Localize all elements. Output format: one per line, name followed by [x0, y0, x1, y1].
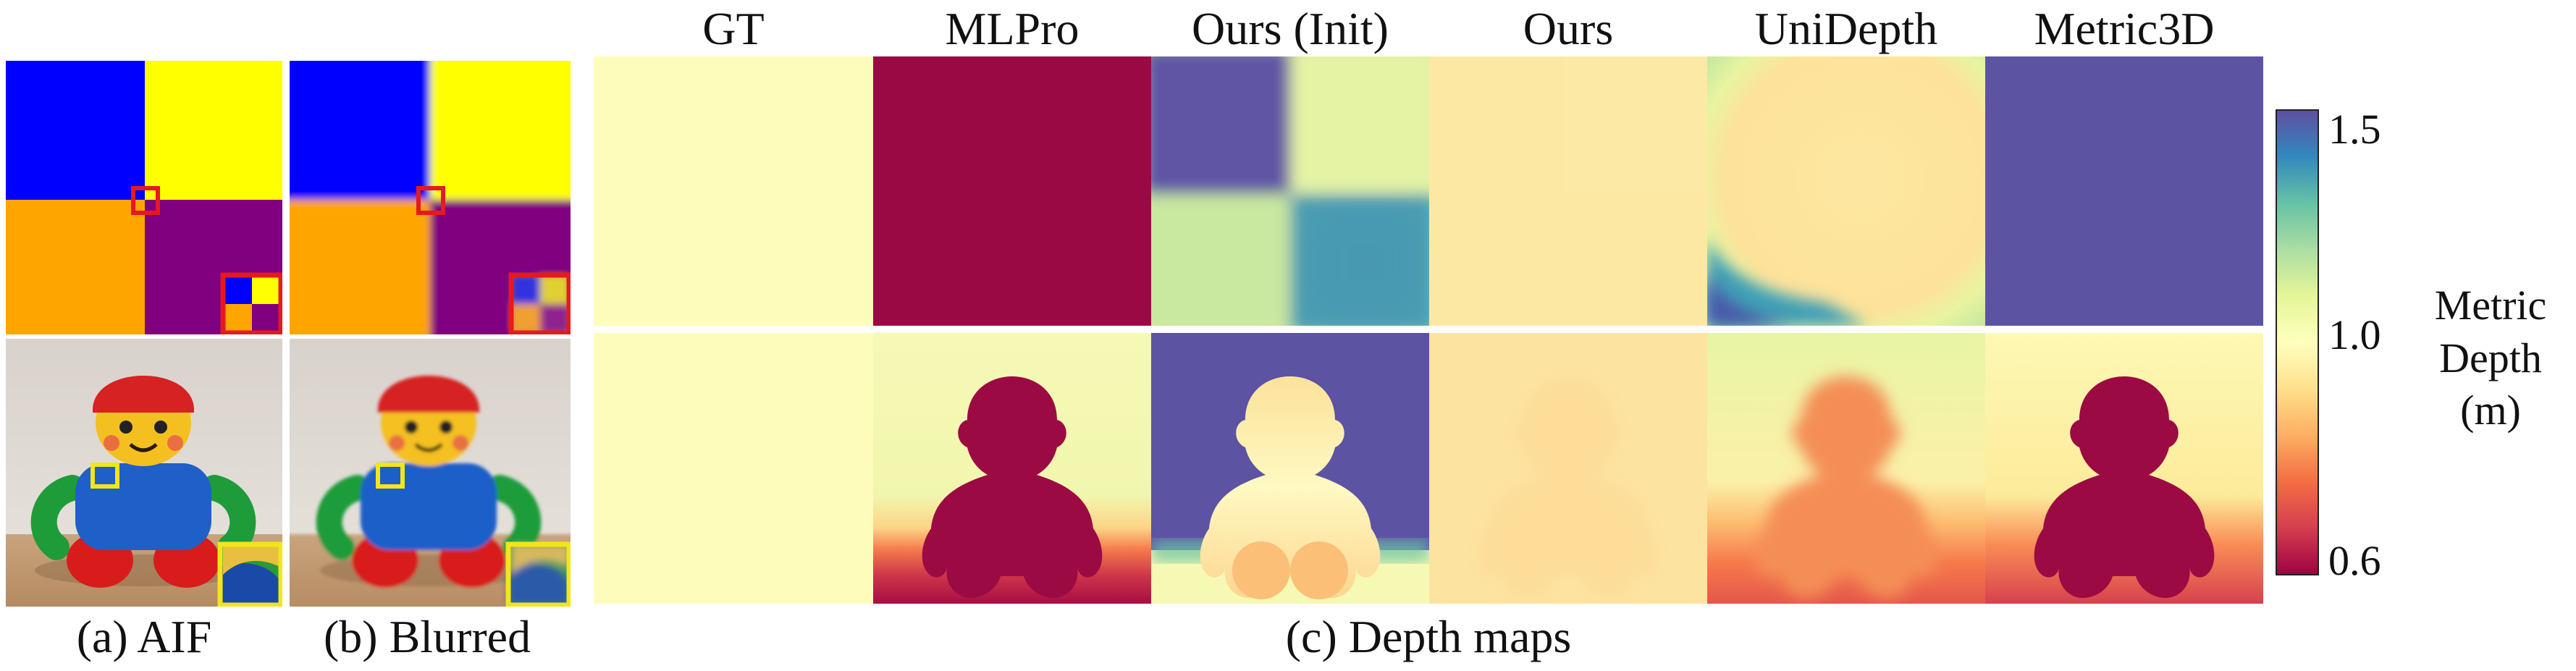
column-label-mlpro: MLPro [945, 3, 1079, 54]
depth-maps-grid [594, 56, 2263, 604]
colorbar-title-line-1: Metric [2434, 282, 2547, 329]
colorbar-tick-bottom: 0.6 [2328, 537, 2381, 584]
aif-toy-zoom-box [91, 463, 119, 489]
colorbar-title-line-3: (m) [2460, 387, 2521, 434]
depth-maps-svg [594, 56, 2263, 604]
depth-unidepth-checker [1707, 56, 1985, 326]
depth-ours-toy [1429, 333, 1707, 604]
depth-metric3d-toy [1985, 333, 2263, 604]
aif-toy-zoom-inset [217, 541, 282, 607]
blurred-toy-zoom-inset [505, 541, 571, 607]
blurred-checkerboard [290, 61, 571, 334]
blurred-zoom-box [416, 186, 445, 215]
depth-ours-init-checker [1151, 56, 1429, 326]
depth-ours-init-toy [1151, 333, 1429, 604]
colorbar-tick-top: 1.5 [2328, 106, 2381, 153]
column-label-ours-init: Ours (Init) [1192, 3, 1389, 54]
caption-aif: (a) AIF [76, 611, 212, 662]
aif-checkerboard [6, 61, 282, 334]
colorbar-title-line-2: Depth [2439, 334, 2542, 381]
blurred-zoom-inset [508, 272, 571, 334]
depth-gt-toy [594, 333, 873, 604]
depth-gt-checker [594, 56, 873, 326]
colorbar-tick-mid: 1.0 [2328, 311, 2381, 358]
input-images-svg [6, 61, 571, 607]
column-label-metric3d: Metric3D [2034, 3, 2215, 54]
column-label-ours: Ours [1523, 3, 1614, 54]
colorbar-title: Metric Depth (m) [2411, 279, 2570, 437]
column-label-gt: GT [702, 3, 765, 54]
colorbar-svg [2276, 109, 2319, 575]
caption-blurred: (b) Blurred [323, 611, 531, 662]
depth-ours-checker [1429, 56, 1707, 326]
aif-zoom-inset [220, 272, 282, 334]
blurred-toy-scene [290, 339, 571, 607]
input-images [6, 61, 571, 607]
depth-mlpro-checker [873, 56, 1151, 326]
depth-mlpro-toy [873, 333, 1151, 604]
depth-metric3d-checker [1985, 56, 2263, 326]
aif-toy-scene [6, 339, 282, 607]
colorbar [2275, 109, 2320, 576]
blurred-toy-zoom-box [376, 463, 405, 489]
column-label-unidepth: UniDepth [1754, 3, 1938, 54]
aif-zoom-box [131, 186, 160, 215]
caption-depth-maps: (c) Depth maps [1285, 611, 1572, 662]
depth-unidepth-toy [1707, 333, 1985, 604]
